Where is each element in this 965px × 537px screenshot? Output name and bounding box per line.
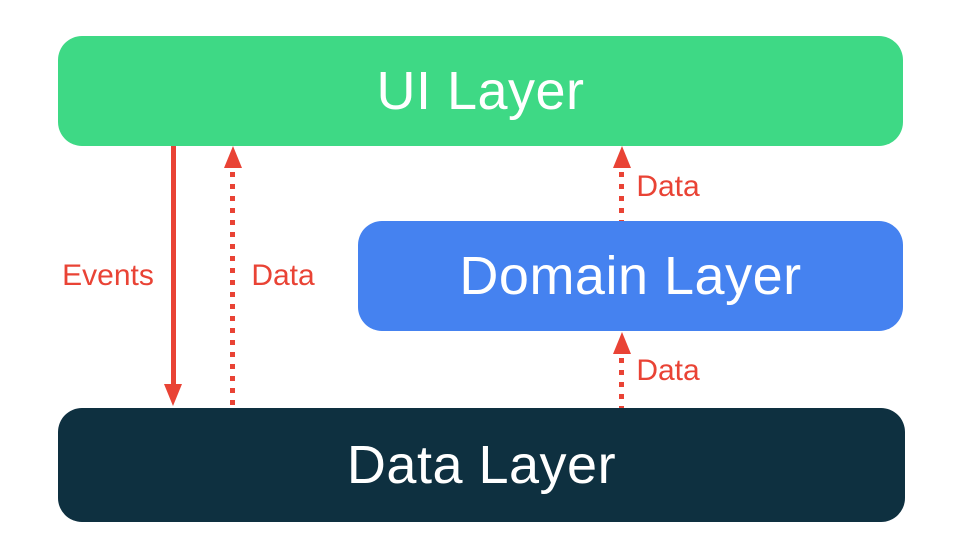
events-arrowhead-down-icon [164,384,182,406]
events-arrow-label: Events [62,259,154,292]
domain-layer-box: Domain Layer [358,221,903,331]
domain-to-ui-arrow-label: Data [636,170,700,203]
data-to-domain-arrow-line [619,358,624,408]
data-to-ui-arrow-line [230,172,235,408]
domain-to-ui-arrow-line [619,172,624,221]
data-to-ui-arrowhead-up-icon [224,146,242,168]
data-layer-label: Data Layer [346,435,617,495]
data-to-domain-arrow-label: Data [636,354,700,387]
ui-layer-label: UI Layer [376,61,585,121]
ui-layer-box: UI Layer [58,36,903,146]
data-layer-box: Data Layer [58,408,905,522]
events-arrow-line [171,146,176,384]
data-to-ui-arrow-label: Data [251,259,315,292]
data-to-domain-arrowhead-up-icon [613,332,631,354]
domain-to-ui-arrowhead-up-icon [613,146,631,168]
domain-layer-label: Domain Layer [459,246,802,306]
